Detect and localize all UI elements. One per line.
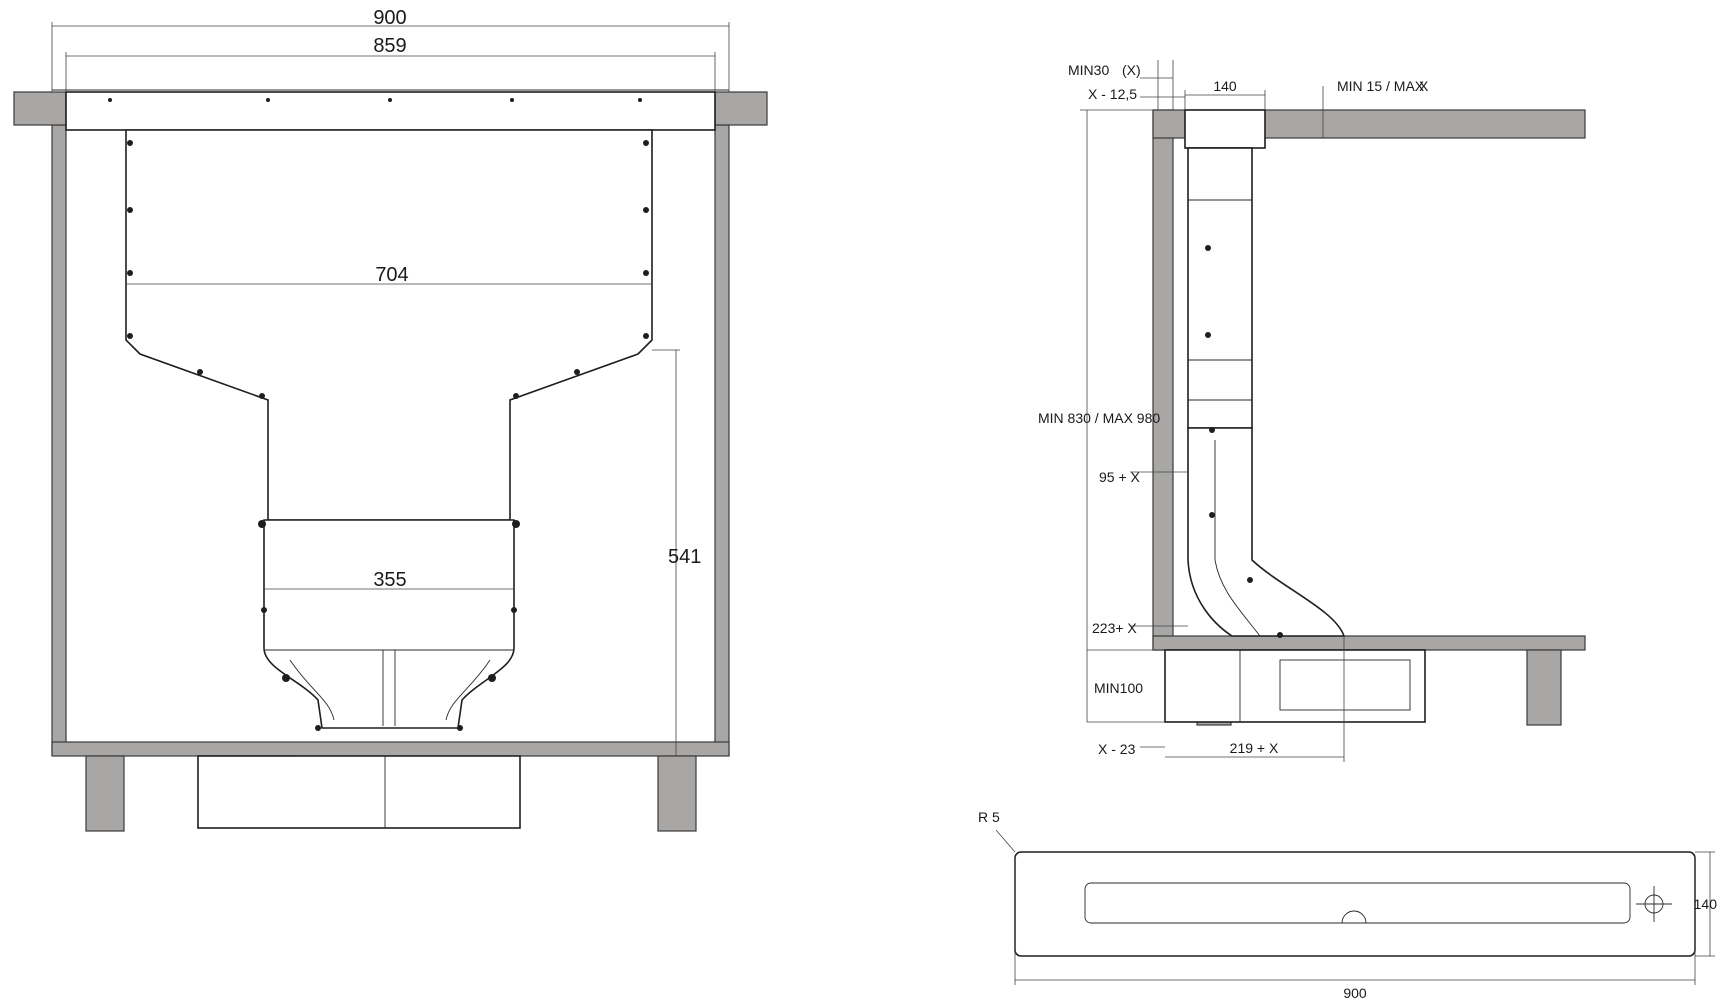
- top-view-grille: [1084, 882, 1631, 924]
- side-outlet: [1187, 427, 1346, 637]
- dim-depth: 140: [1213, 78, 1237, 94]
- side-leg-back: [1526, 649, 1562, 726]
- side-hood-top: [1184, 109, 1266, 149]
- hood-glass-top: [65, 91, 716, 131]
- dim-worktop-thickness: MIN 15 / MAX: [1337, 78, 1425, 94]
- dim-overall-width: 900: [373, 7, 406, 29]
- left-leg: [85, 755, 125, 832]
- dim-wall-clearance-var: (X): [1122, 62, 1141, 78]
- dim-wall-clearance: MIN30: [1068, 62, 1109, 78]
- dim-level-2: 223+ X: [1092, 620, 1137, 636]
- cabinet-left-wall: [51, 124, 67, 756]
- hood-outlet: [263, 519, 515, 729]
- cabinet-floor: [51, 741, 730, 757]
- dim-offset-top: X - 12,5: [1088, 86, 1137, 102]
- side-hood-body: [1187, 147, 1253, 429]
- dim-height-range: MIN 830 / MAX 980: [1038, 410, 1160, 426]
- dim-outlet-width: 355: [373, 569, 406, 591]
- right-leg: [657, 755, 697, 832]
- side-wall: [1152, 109, 1174, 651]
- dim-inner-width: 859: [373, 35, 406, 57]
- side-view: MIN30 (X) X - 12,5 140 MIN 15 / MAX X MI…: [1038, 60, 1586, 762]
- dim-depth-bottom: 219 + X: [1230, 740, 1279, 756]
- side-floor: [1152, 635, 1586, 651]
- right-worktop-block: [714, 91, 768, 126]
- motor-unit: [197, 755, 521, 829]
- top-view-hood: [1014, 851, 1696, 957]
- dim-radius: R 5: [978, 809, 1000, 825]
- side-motor: [1164, 649, 1426, 723]
- dim-body-width: 704: [375, 264, 408, 286]
- dim-length: 900: [1343, 985, 1367, 1000]
- front-view: 900 859 704 355 541: [13, 7, 768, 832]
- top-view: R 5 900 140: [978, 809, 1717, 1000]
- dim-min-clearance: MIN100: [1094, 680, 1143, 696]
- dim-offset-bottom: X - 23: [1098, 741, 1136, 757]
- dim-height: 541: [668, 546, 701, 568]
- dim-worktop-thickness-var: X: [1419, 78, 1429, 94]
- cabinet-right-wall: [714, 124, 730, 756]
- dim-width: 140: [1694, 896, 1718, 912]
- dim-level-1: 95 + X: [1099, 469, 1141, 485]
- hood-body: [125, 129, 653, 521]
- left-worktop-block: [13, 91, 67, 126]
